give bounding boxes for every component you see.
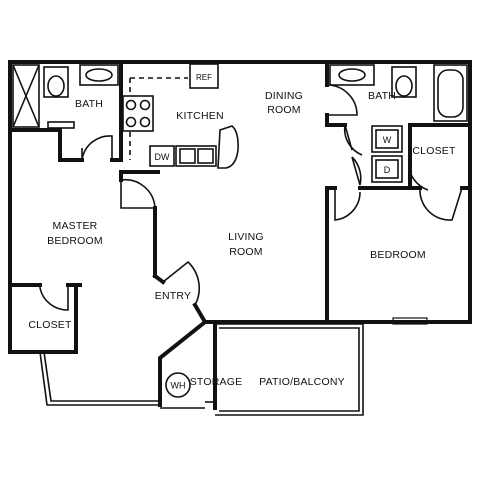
room-label-bath-left: BATH [75, 98, 103, 110]
interior-walls [8, 60, 472, 410]
left-bath-fixtures [12, 64, 119, 129]
dishwasher [149, 145, 175, 167]
room-label-kitchen: KITCHEN [176, 110, 224, 122]
toilet-left [47, 75, 65, 97]
dryer-label: D [384, 165, 391, 175]
laundry: W D [371, 125, 403, 183]
kitchen-fixtures: REF DW [122, 63, 239, 169]
bathtub-basin [437, 69, 464, 118]
water-heater: WH [165, 372, 191, 398]
sink-left [85, 68, 113, 82]
closet-right-door[interactable] [409, 171, 429, 191]
bedroom-closet-door[interactable] [419, 187, 463, 221]
washer-panel [375, 129, 399, 149]
sink-right [338, 68, 366, 82]
dishwasher-label: DW [155, 152, 170, 162]
right-bath-fixtures [329, 64, 468, 122]
room-label-entry: ENTRY [155, 290, 191, 302]
right-bath-door[interactable] [326, 84, 358, 116]
laundry-door-bottom[interactable] [351, 156, 362, 186]
room-label-master-2: BEDROOM [47, 235, 103, 247]
room-label-bedroom: BEDROOM [370, 249, 426, 261]
sink-basin-2 [197, 148, 214, 164]
sink-basin-1 [179, 148, 196, 164]
water-heater-label: WH [171, 381, 186, 391]
water-heater-circle [165, 372, 191, 398]
burner-1 [125, 99, 137, 111]
bedroom-door[interactable] [334, 188, 361, 221]
room-label-living-2: ROOM [229, 246, 262, 258]
room-label-storage: STORAGE [190, 376, 243, 388]
left-closet-door[interactable] [39, 285, 69, 311]
room-labels: BATH KITCHEN DINING ROOM BATH CLOSET MAS… [28, 90, 456, 388]
room-label-dining-1: DINING [265, 90, 303, 102]
burner-4 [139, 116, 151, 128]
room-label-patio: PATIO/BALCONY [259, 376, 345, 388]
refrigerator-label: REF [196, 73, 212, 82]
dryer-panel [375, 159, 399, 179]
doors [39, 84, 463, 311]
burner-3 [125, 116, 137, 128]
toilet-right [395, 75, 413, 97]
burner-2 [139, 99, 151, 111]
room-label-bath-right: BATH [368, 90, 396, 102]
entry-door[interactable] [162, 260, 200, 306]
room-label-living-1: LIVING [228, 231, 264, 243]
room-label-master-1: MASTER [53, 220, 98, 232]
washer-label: W [383, 135, 392, 145]
left-bath-door[interactable] [81, 135, 113, 161]
laundry-door-top[interactable] [343, 124, 363, 156]
master-door[interactable] [120, 178, 156, 209]
room-label-closet-right: CLOSET [412, 145, 456, 157]
patio-railing [39, 323, 364, 416]
bath-counter-edge [47, 121, 75, 129]
kitchen-peninsula [217, 125, 239, 169]
room-label-closet-left: CLOSET [28, 319, 72, 331]
room-label-dining-2: ROOM [267, 104, 300, 116]
refrigerator [189, 63, 219, 89]
